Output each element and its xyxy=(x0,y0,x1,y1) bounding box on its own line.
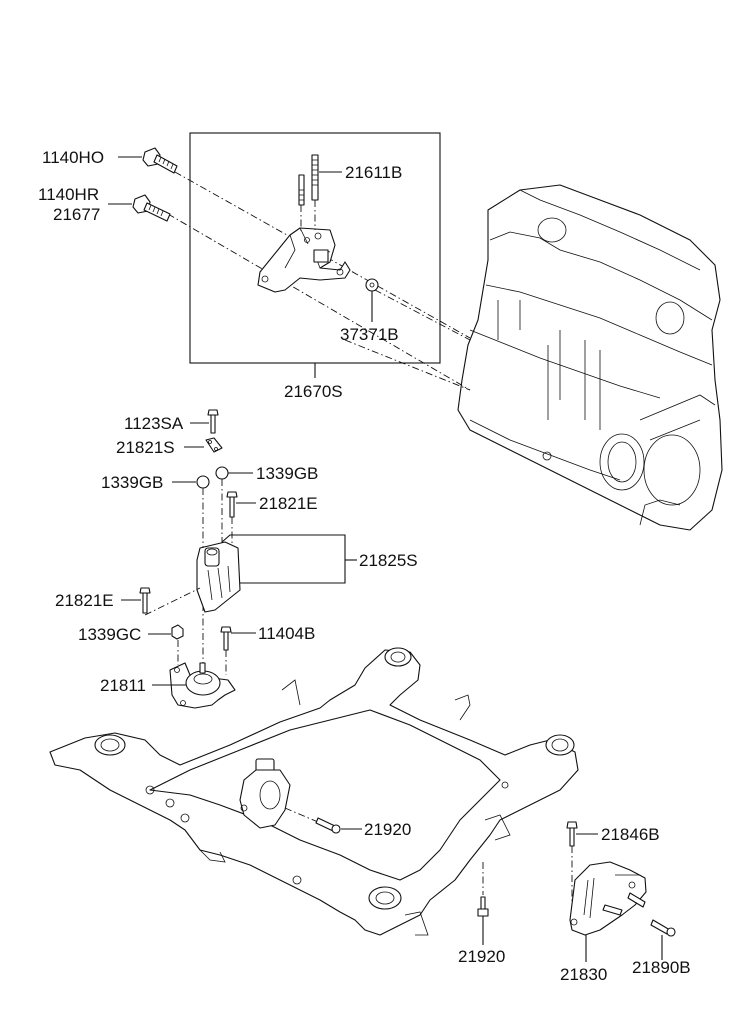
label-21811: 21811 xyxy=(100,676,146,695)
label-1140ho: 1140HO xyxy=(42,148,104,167)
nut-1339gb-right xyxy=(215,466,253,560)
label-21920-mid: 21920 xyxy=(364,820,411,839)
label-1140hr: 1140HR xyxy=(38,185,99,204)
stud-21611b xyxy=(298,154,342,232)
washer-37371b xyxy=(365,278,379,322)
label-1339gb-left: 1339GB xyxy=(101,473,163,492)
nut-1339gc xyxy=(148,624,184,665)
label-1339gc: 1339GC xyxy=(78,625,141,644)
label-21670s: 21670S xyxy=(284,382,343,401)
bracket-21825s xyxy=(196,534,357,613)
mount-21830 xyxy=(569,861,647,962)
label-21846b: 21846B xyxy=(601,825,660,844)
label-21830: 21830 xyxy=(560,965,607,984)
bolt-21821e-lower xyxy=(121,587,201,616)
clip-21821s xyxy=(184,437,223,453)
label-37371b: 37371B xyxy=(340,325,399,344)
bolt-1140hr xyxy=(108,194,171,222)
label-21611b: 21611B xyxy=(345,163,402,182)
bolt-1123sa xyxy=(190,409,219,434)
mount-21811 xyxy=(152,662,236,709)
label-21821e-lower: 21821E xyxy=(55,591,114,610)
label-21890b: 21890B xyxy=(632,958,691,977)
bolt-21920-bottom xyxy=(477,862,489,945)
bolt-21890b xyxy=(650,919,676,960)
bolt-21920-mid xyxy=(315,817,362,834)
label-21920-bottom: 21920 xyxy=(458,947,505,966)
mount-center xyxy=(239,758,319,829)
label-21825s: 21825S xyxy=(359,551,418,570)
label-1123sa: 1123SA xyxy=(124,414,184,433)
engine-block xyxy=(457,184,723,531)
bolt-11404b xyxy=(220,626,256,675)
label-1339gb-right: 1339GB xyxy=(256,464,318,483)
bolt-1140ho xyxy=(118,147,178,174)
label-11404b: 11404B xyxy=(258,624,315,643)
label-21821e-upper: 21821E xyxy=(259,494,318,513)
engine-mount-bracket xyxy=(257,227,351,293)
bolt-21846b xyxy=(566,821,598,918)
bracket-assembly-box xyxy=(189,132,441,378)
label-21821s: 21821S xyxy=(116,438,175,457)
label-21677: 21677 xyxy=(53,205,100,224)
front-subframe xyxy=(49,647,579,936)
nut-1339gb-left xyxy=(172,475,210,680)
